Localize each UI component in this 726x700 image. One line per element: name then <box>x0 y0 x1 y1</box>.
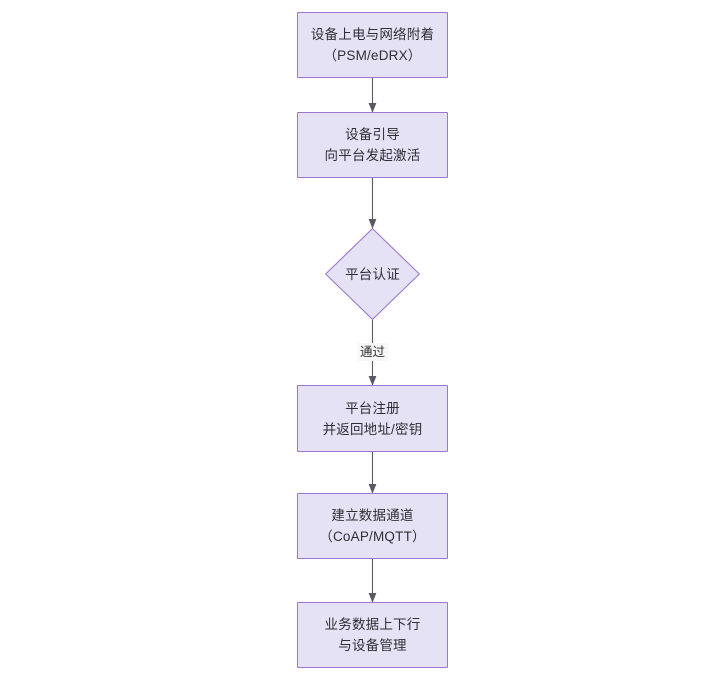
node-bootstrap[interactable]: 设备引导 向平台发起激活 <box>297 112 448 178</box>
node-power-on-label: 设备上电与网络附着 （PSM/eDRX） <box>310 27 435 63</box>
node-register[interactable]: 平台注册 并返回地址/密钥 <box>297 385 448 452</box>
node-power-on[interactable]: 设备上电与网络附着 （PSM/eDRX） <box>297 12 448 78</box>
node-register-label: 平台注册 并返回地址/密钥 <box>322 400 423 437</box>
edge-label-edge-3: 通过 <box>356 343 389 361</box>
node-bootstrap-label: 设备引导 向平台发起激活 <box>324 127 421 163</box>
node-business[interactable]: 业务数据上下行 与设备管理 <box>297 602 448 668</box>
diamond-shape <box>325 228 420 320</box>
node-business-label: 业务数据上下行 与设备管理 <box>324 617 421 653</box>
node-channel-label: 建立数据通道 （CoAP/MQTT） <box>319 508 426 544</box>
node-auth[interactable]: 平台认证 <box>325 228 420 320</box>
node-auth-label: 平台认证 <box>345 266 400 282</box>
node-channel[interactable]: 建立数据通道 （CoAP/MQTT） <box>297 493 448 559</box>
